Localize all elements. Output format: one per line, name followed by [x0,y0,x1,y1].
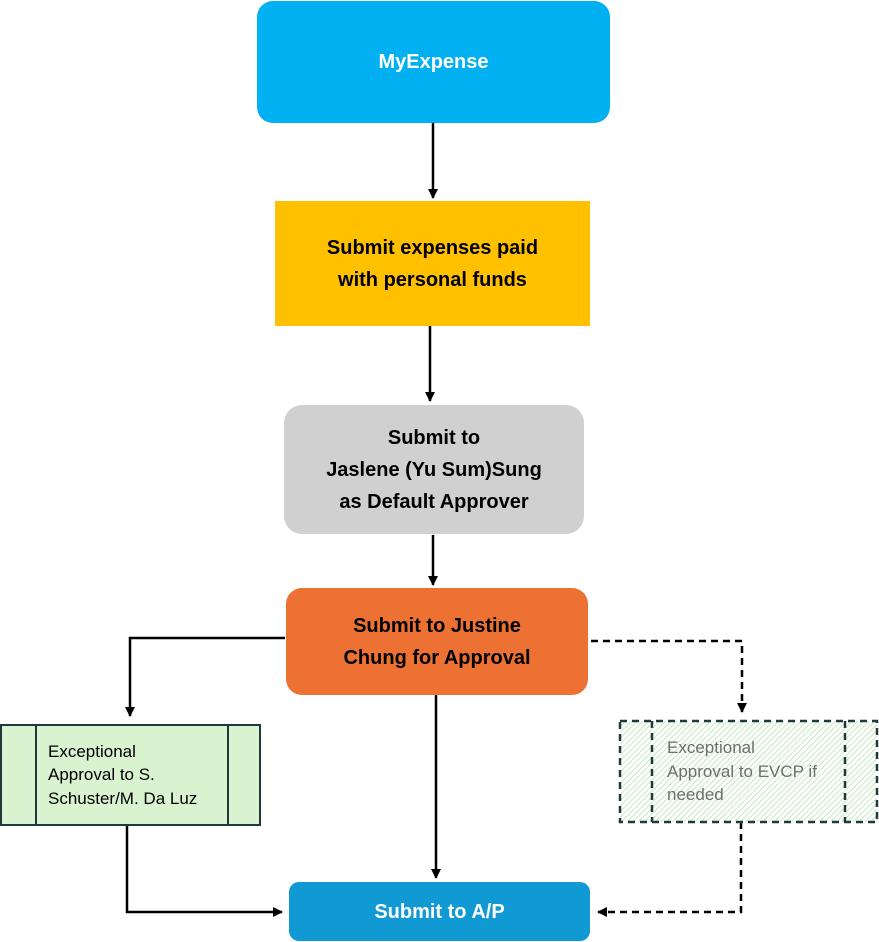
node-exceptional-schuster-label: Exceptional Approval to S. Schuster/M. D… [48,741,198,808]
edge-justine-to-exceptional-schuster [125,636,285,717]
node-default-approver: Submit to Jaslene (Yu Sum)Sung as Defaul… [284,405,584,534]
node-submit-personal: Submit expenses paid with personal funds [275,201,590,326]
node-exceptional-evcp: Exceptional Approval to EVCP if needed [620,721,877,822]
node-exceptional-evcp-label: Exceptional Approval to EVCP if needed [667,738,817,805]
edge-justine-to-exceptional-evcp [591,639,747,713]
node-myexpense-label: MyExpense [378,51,489,73]
node-justine-label: Submit to Justine Chung for Approval [343,614,531,669]
node-ap-label: Submit to A/P [374,900,505,923]
node-exceptional-schuster: Exceptional Approval to S. Schuster/M. D… [0,724,261,826]
node-myexpense: MyExpense [257,1,610,123]
edge-exceptional-evcp-to-ap [597,822,743,917]
node-default-approver-label: Submit to Jaslene (Yu Sum)Sung as Defaul… [326,426,542,513]
node-ap: Submit to A/P [289,882,590,941]
edge-exceptional-schuster-to-ap [125,826,283,917]
node-justine: Submit to Justine Chung for Approval [286,588,588,695]
node-submit-personal-label: Submit expenses paid with personal funds [326,236,539,291]
exceptional-evcp-box [618,719,879,824]
